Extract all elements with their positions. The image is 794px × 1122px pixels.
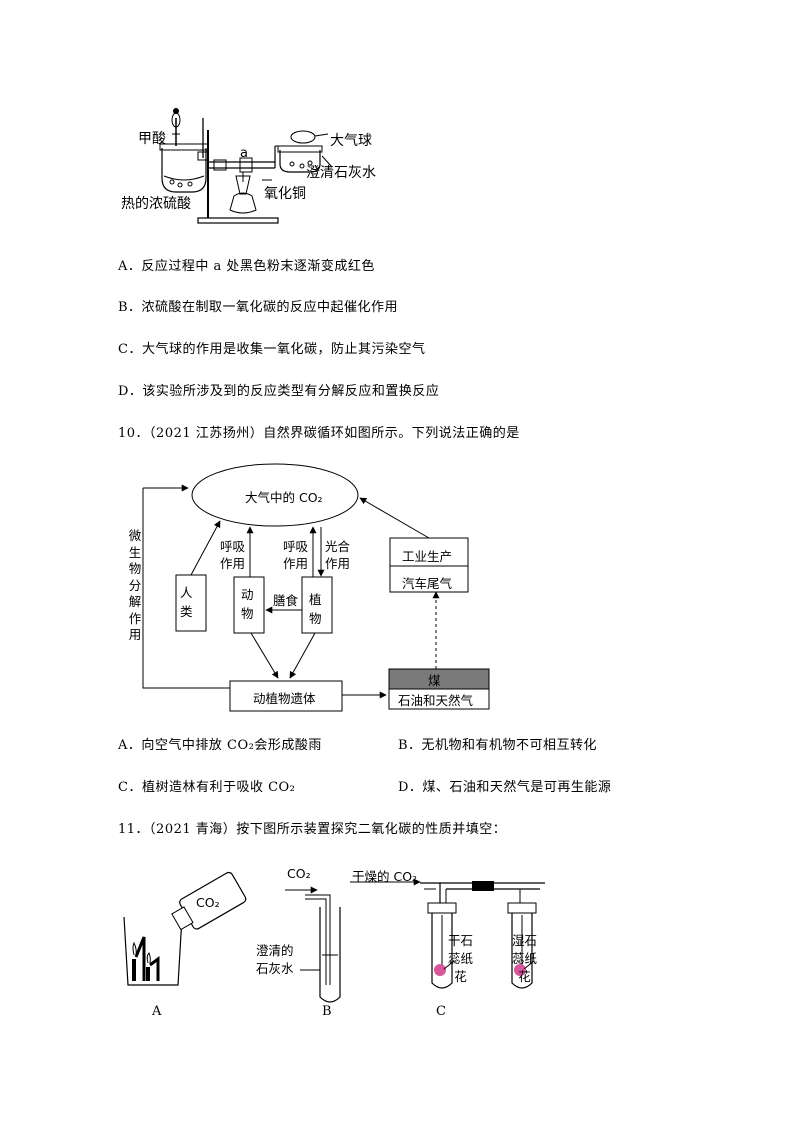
co2-properties-apparatus: [123, 871, 545, 1003]
feeding-label: 膳食: [273, 593, 299, 608]
atmosphere-node: [191, 463, 359, 527]
carbon-cycle-diagram: [142, 463, 490, 712]
coal-label: 煤: [428, 673, 441, 688]
wet-litmus-paper-label: 湿石 蕊纸 花: [512, 933, 538, 984]
plant-node-label: 植 物: [309, 592, 322, 626]
q9-option-b: B．浓硫酸在制取一氧化碳的反应中起催化作用: [118, 300, 399, 315]
bottle-co2-label: CO₂: [196, 895, 220, 910]
q10-stem: 10．（2021 江苏扬州）自然界碳循环如图所示。下列说法正确的是: [118, 426, 520, 441]
atmosphere-label: 大气中的 CO₂: [245, 490, 323, 505]
q9-option-c: C．大气球的作用是收集一氧化碳，防止其污染空气: [118, 342, 426, 357]
remains-node-label: 动植物遗体: [253, 691, 316, 706]
limewater-label: 澄清的 石灰水: [256, 943, 294, 976]
q10-option-d: D．煤、石油和天然气是可再生能源: [398, 780, 612, 795]
q10-option-a: A．向空气中排放 CO₂会形成酸雨: [118, 738, 322, 753]
human-node-label: 人 类: [180, 585, 193, 619]
co2-inlet-label: CO₂: [287, 866, 311, 881]
label-point-a: a: [240, 146, 248, 161]
label-limewater: 澄清石灰水: [306, 165, 376, 181]
dry-co2-label: 干燥的 CO₂: [352, 869, 418, 884]
q9-option-d: D．该实验所涉及到的反应类型有分解反应和置换反应: [118, 384, 440, 399]
figure-label-c: C: [436, 1004, 446, 1019]
industry-label: 工业生产: [402, 549, 453, 564]
label-balloon: 大气球: [330, 133, 372, 149]
label-hot-conc-sulfuric-acid: 热的浓硫酸: [121, 196, 191, 212]
oil-gas-label: 石油和天然气: [398, 693, 474, 708]
microbe-decomposition-label: 微 生 物 分 解 作 用: [128, 528, 142, 642]
photosynthesis-label: 光合 作用: [325, 539, 351, 571]
co-reduction-apparatus-figure: [159, 108, 333, 224]
label-formic-acid: 甲酸: [138, 131, 166, 147]
label-copper-oxide: 氧化铜: [264, 186, 306, 202]
q9-option-a: A．反应过程中 a 处黑色粉末逐渐变成红色: [118, 259, 375, 274]
animal-node-label: 动 物: [241, 587, 254, 621]
q11-stem: 11．（2021 青海）按下图所示装置探究二氧化碳的性质并填空：: [118, 822, 507, 837]
dry-litmus-paper-label: 干石 蕊纸 花: [448, 933, 474, 984]
figure-label-b: B: [322, 1004, 332, 1019]
q10-option-b: B．无机物和有机物不可相互转化: [398, 738, 598, 753]
exhaust-label: 汽车尾气: [402, 576, 453, 591]
q10-option-c: C．植树造林有利于吸收 CO₂: [118, 780, 296, 795]
respiration-label-2: 呼吸 作用: [283, 539, 309, 571]
figure-label-a: A: [152, 1004, 162, 1019]
respiration-label-1: 呼吸 作用: [220, 539, 246, 571]
